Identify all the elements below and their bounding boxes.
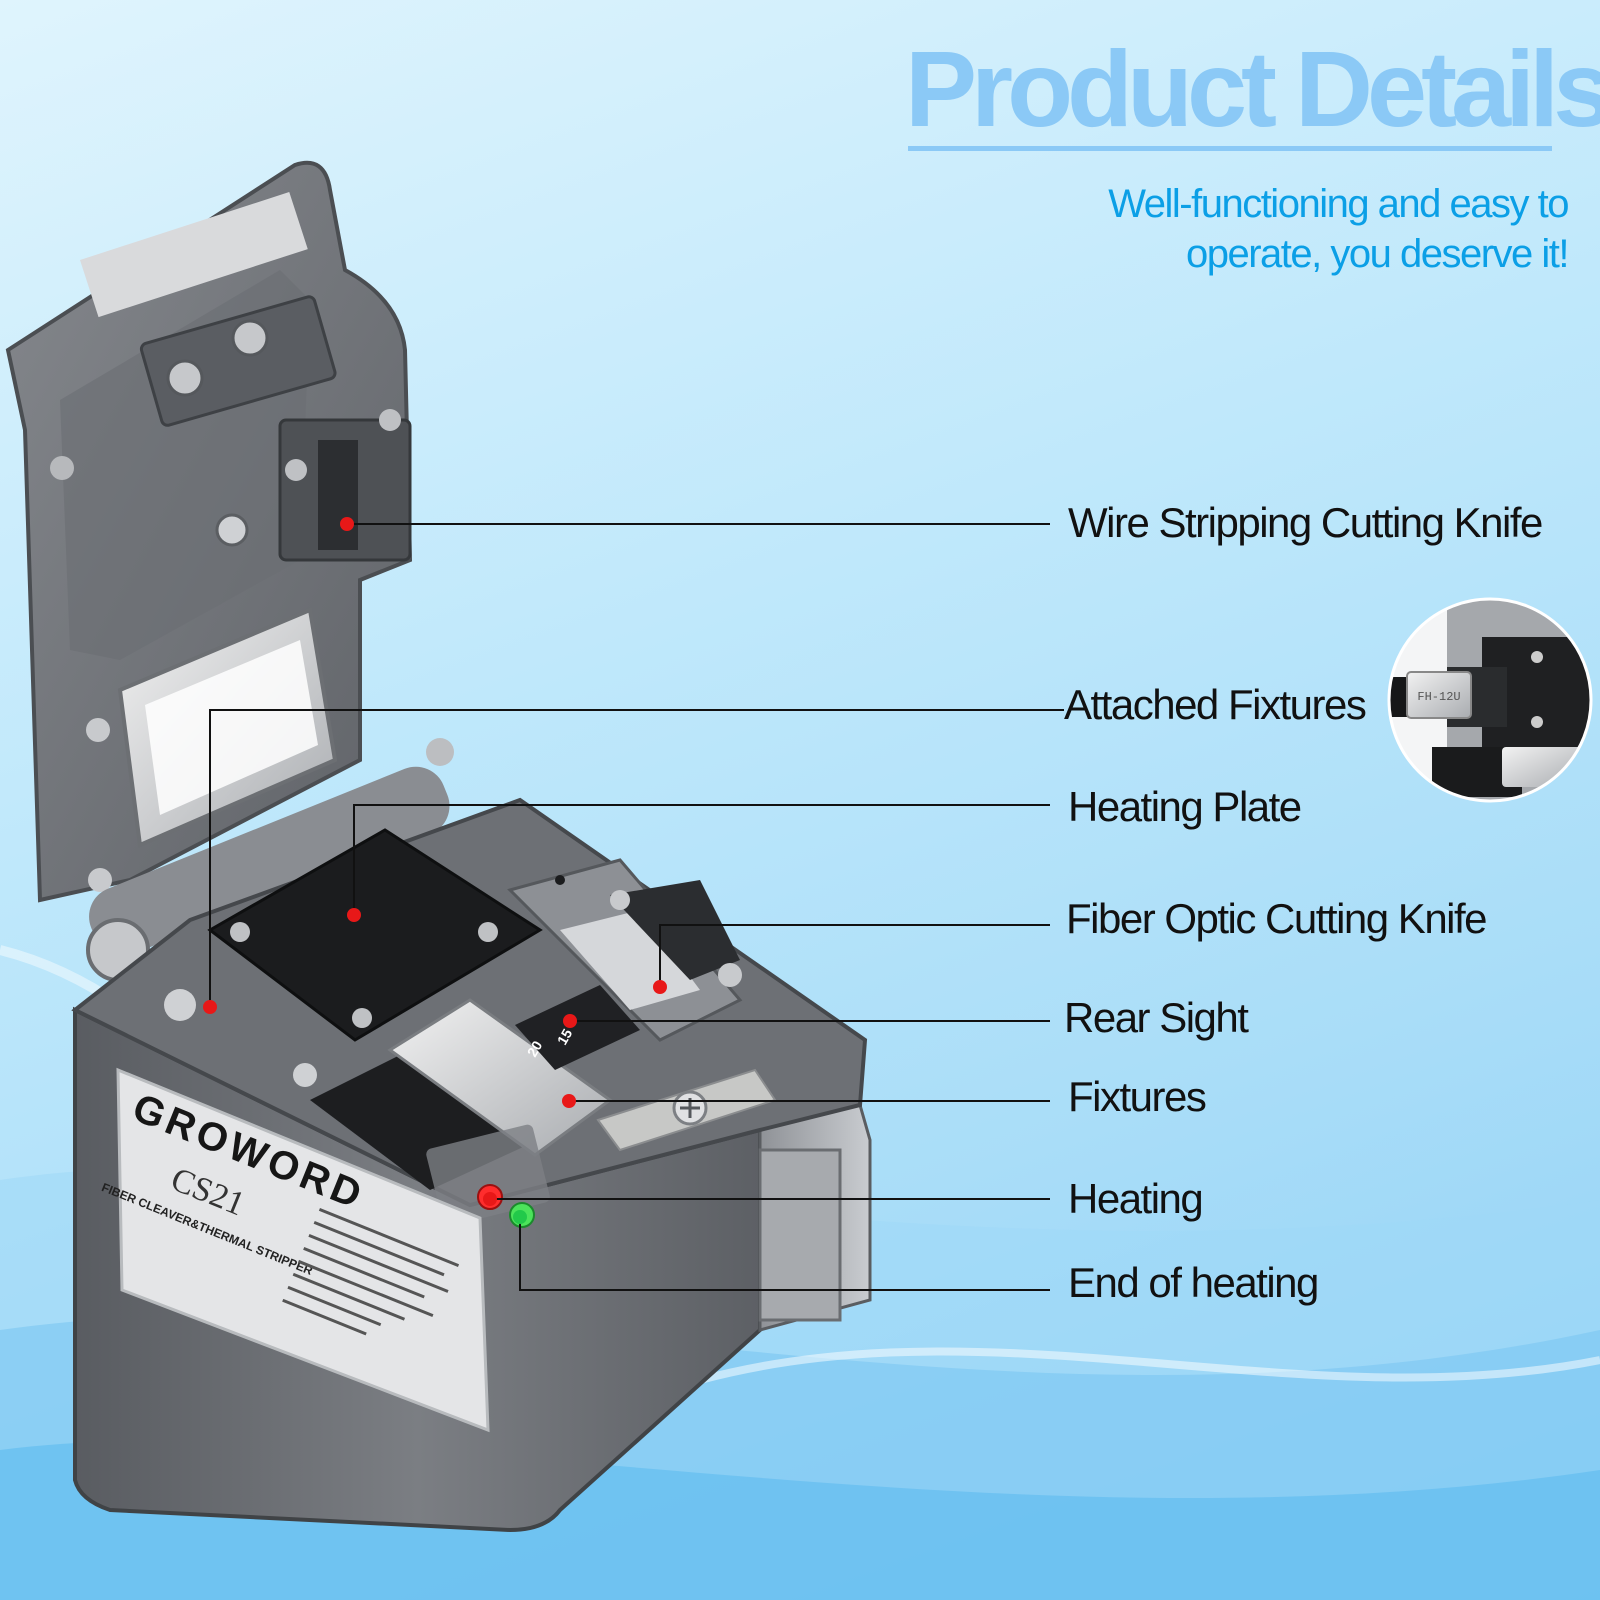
callout-dot-heating-plate xyxy=(347,908,361,922)
callout-dot-rear-sight xyxy=(563,1014,577,1028)
heating-plate xyxy=(207,828,543,1042)
callout-label-fiber-cutting-knife: Fiber Optic Cutting Knife xyxy=(1066,895,1488,942)
callout-label-attached-fixtures: Attached Fixtures xyxy=(1064,681,1367,728)
scale-mark: 20 xyxy=(524,1038,546,1060)
title-underline xyxy=(908,146,1552,151)
scale-mark: 15 xyxy=(554,1026,576,1048)
tagline-line-1: Well-functioning and easy to xyxy=(1108,182,1569,226)
fixture-detail-inset: FH-12U xyxy=(1387,597,1593,803)
callout-label-fixtures: Fixtures xyxy=(1068,1073,1207,1120)
label-plate xyxy=(116,1067,490,1433)
callout-dot-heating xyxy=(483,1192,497,1206)
leader-heating-plate xyxy=(353,804,1050,915)
callout-dot-end-of-heating xyxy=(513,1210,527,1224)
leader-fiber-cutting-knife xyxy=(659,924,1050,987)
tagline: Well-functioning and easy to operate, yo… xyxy=(1008,180,1570,279)
callout-label-heating-plate: Heating Plate xyxy=(1068,783,1302,830)
fixture-code: FH-12U xyxy=(1417,690,1460,704)
callout-label-wire-stripping-knife: Wire Stripping Cutting Knife xyxy=(1068,499,1543,546)
leader-end-of-heating xyxy=(519,1217,1050,1291)
callout-label-rear-sight: Rear Sight xyxy=(1064,994,1249,1041)
callout-label-end-of-heating: End of heating xyxy=(1068,1259,1319,1306)
callout-dot-fiber-cutting-knife xyxy=(653,980,667,994)
callout-dot-attached-fixtures xyxy=(203,1000,217,1014)
callout-label-heating: Heating xyxy=(1068,1175,1204,1222)
leader-attached-fixtures xyxy=(209,709,1064,1007)
callout-dot-wire-stripping-knife xyxy=(340,517,354,531)
page-title: Product Details xyxy=(905,28,1600,149)
callout-dot-fixtures xyxy=(562,1094,576,1108)
tagline-line-2: operate, you deserve it! xyxy=(1185,231,1570,276)
